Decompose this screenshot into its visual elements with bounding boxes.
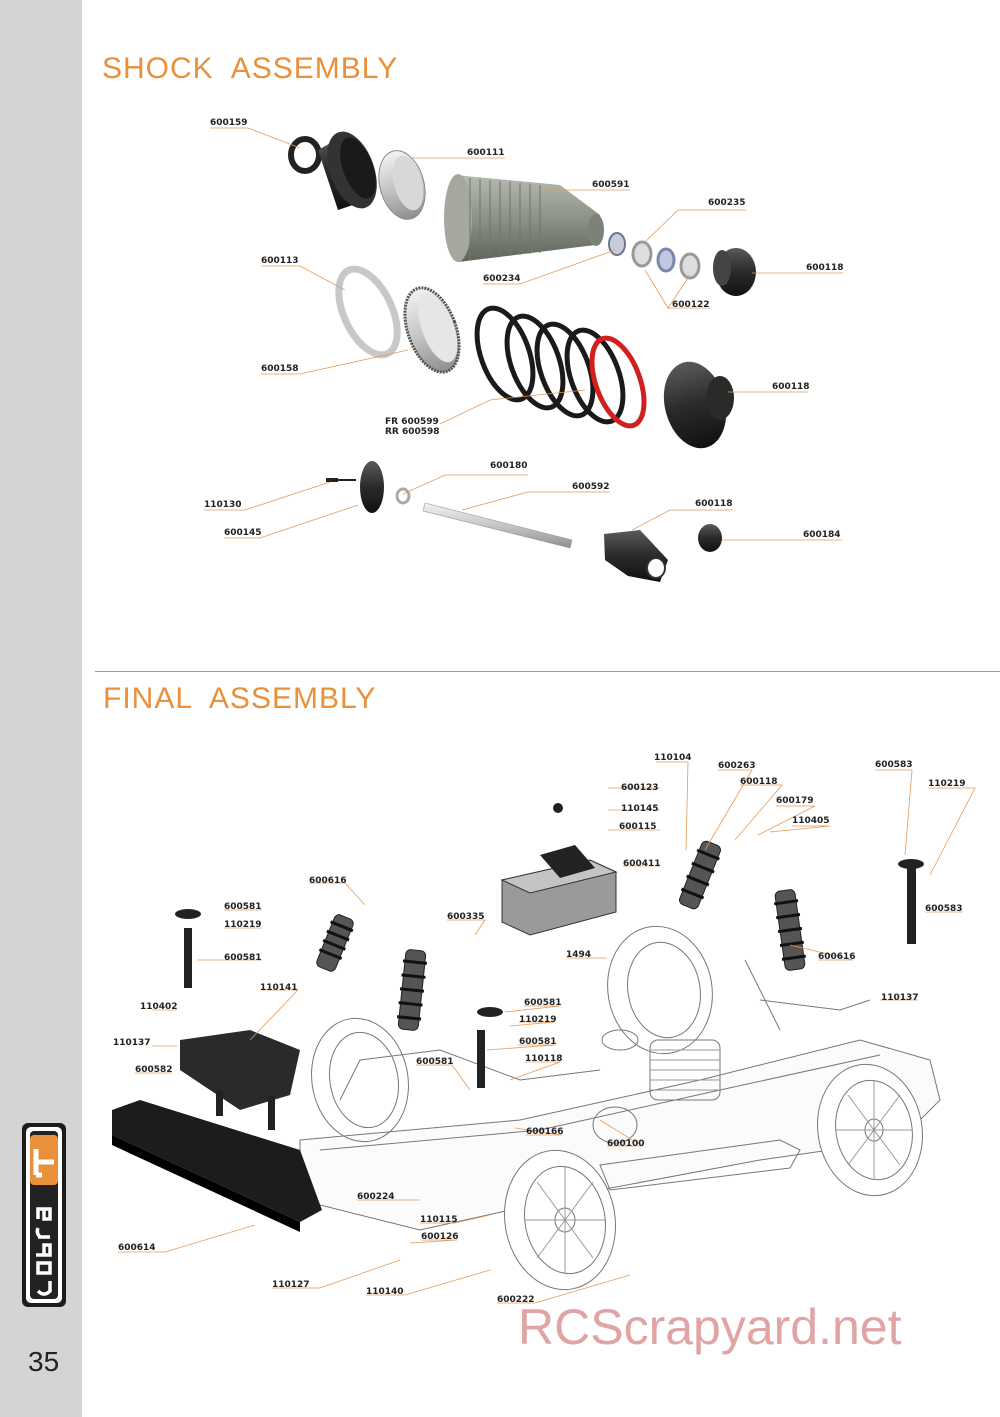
label-110118: 110118 [525,1054,563,1064]
label-600123: 600123 [621,783,659,793]
label-600581-servo: 600581 [416,1057,454,1067]
label-600111: 600111 [467,148,505,158]
label-600581-post-left: 600581 [224,953,262,963]
label-600335: 600335 [447,912,485,922]
label-600582: 600582 [135,1065,173,1075]
label-600100: 600100 [607,1139,645,1149]
shock-body-part [444,174,604,262]
spring-collar-part [403,286,461,374]
label-600115: 600115 [619,822,657,832]
front-bumper-part [112,1100,322,1232]
label-600581-center-top: 600581 [524,998,562,1008]
label-600614: 600614 [118,1243,156,1253]
piston-part [326,461,411,513]
section-divider [95,671,1000,672]
label-110219-center: 110219 [519,1015,557,1025]
label-110405: 110405 [792,816,830,826]
label-110104: 110104 [654,753,692,763]
label-600591: 600591 [592,180,630,190]
front-body-post-part [184,928,192,988]
label-600118-top: 600118 [806,263,844,273]
label-110145: 110145 [621,804,659,814]
page-number: 35 [28,1346,60,1377]
label-rr-600598: RR 600598 [385,427,440,437]
spring-retainer-part [663,361,734,449]
label-110137-right: 110137 [881,993,919,1003]
label-110219-left: 110219 [224,920,262,930]
label-600126: 600126 [421,1232,459,1242]
label-110137-left: 110137 [113,1038,151,1048]
label-600411: 600411 [623,859,661,869]
shaft-part [422,502,573,549]
watermark: RCScrapyard.net [518,1299,902,1355]
final-assembly-title: FINAL ASSEMBLY [103,682,377,715]
label-600222: 600222 [497,1295,535,1305]
fuel-tank-part [500,803,618,936]
shock-units [316,840,806,1031]
label-600179: 600179 [776,796,814,806]
label-600158: 600158 [261,364,299,374]
label-600159: 600159 [210,118,248,128]
label-600592: 600592 [572,482,610,492]
label-600616-left: 600616 [309,876,347,886]
label-110140: 110140 [366,1287,404,1297]
label-600581-center-post: 600581 [519,1037,557,1047]
label-fr-600599: FR 600599 [385,417,439,427]
shock-ring-part [378,150,426,220]
cobra-gt-logo [22,1123,66,1307]
label-110219-right: 110219 [928,779,966,789]
label-600118: 600118 [740,777,778,787]
label-600113: 600113 [261,256,299,266]
chassis-drawing [299,925,941,1291]
label-600122: 600122 [672,300,710,310]
bumper-brace-part [180,1030,300,1130]
rod-end-part [604,530,668,582]
label-600145: 600145 [224,528,262,538]
ball-part [698,524,722,552]
label-110402: 110402 [140,1002,178,1012]
label-600583-post: 600583 [925,904,963,914]
rear-body-post-part [907,868,916,944]
shock-washers-part [608,232,701,280]
label-600118-bottom: 600118 [695,499,733,509]
oring-part [335,265,401,359]
label-110141: 110141 [260,983,298,993]
label-600184: 600184 [803,530,841,540]
label-600263: 600263 [718,761,756,771]
spring-part [474,305,647,429]
label-600581-top-left: 600581 [224,902,262,912]
shock-end-cap-part [713,248,756,296]
shock-assembly-title: SHOCK ASSEMBLY [102,52,399,85]
shock-exploded-diagram: 600159 600111 600591 600235 600113 60023… [204,118,844,582]
label-600118-mid: 600118 [772,382,810,392]
shock-cap-part [288,131,377,210]
label-110130: 110130 [204,500,242,510]
label-600235: 600235 [708,198,746,208]
final-assembly-diagram: 110104 600263 600123 600118 600583 11021… [112,753,976,1305]
label-600616-right: 600616 [818,952,856,962]
label-600224: 600224 [357,1192,395,1202]
label-1494: 1494 [566,950,591,960]
label-600234: 600234 [483,274,521,284]
label-600180: 600180 [490,461,528,471]
label-110115: 110115 [420,1215,458,1225]
label-110127: 110127 [272,1280,310,1290]
label-600583-top: 600583 [875,760,913,770]
label-600166: 600166 [526,1127,564,1137]
